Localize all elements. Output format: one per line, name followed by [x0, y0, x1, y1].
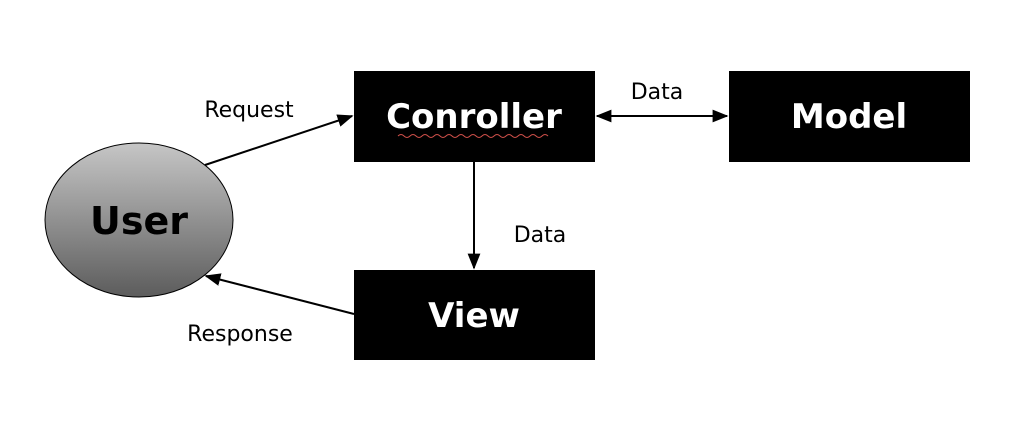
model-node: Model	[729, 71, 970, 162]
controller-view-edge: Data	[467, 162, 567, 270]
spellcheck-underline	[397, 134, 549, 138]
response-label: Response	[187, 322, 293, 347]
user-label: User	[90, 199, 188, 243]
model-label: Model	[791, 97, 907, 137]
request-arrow	[204, 114, 354, 166]
model-box	[729, 71, 970, 162]
user-ellipse	[44, 142, 234, 298]
controller-model-edge: Data	[595, 80, 729, 123]
response-arrow	[204, 273, 355, 315]
view-box	[354, 270, 595, 360]
response-edge: Response	[187, 273, 355, 347]
request-label: Request	[204, 98, 294, 123]
controller-label: Conroller	[386, 97, 562, 137]
user-node: User	[44, 142, 234, 298]
controller-node: Conroller	[354, 71, 595, 162]
view-node: View	[354, 270, 595, 360]
view-label: View	[428, 296, 520, 336]
controller-box	[354, 71, 595, 162]
controller-model-label: Data	[631, 80, 684, 105]
request-edge: Request	[204, 98, 354, 166]
controller-view-label: Data	[514, 223, 567, 248]
